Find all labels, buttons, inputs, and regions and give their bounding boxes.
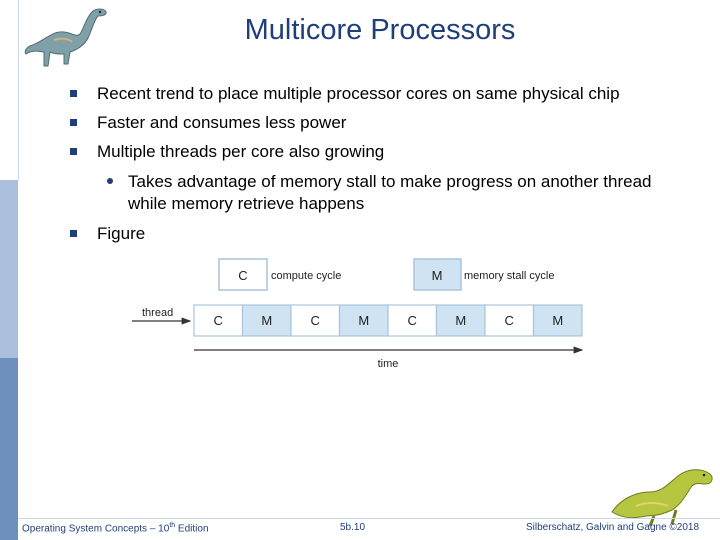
thread-label: thread — [142, 307, 173, 319]
side-bar-middle — [0, 180, 18, 358]
cell-label: C — [408, 313, 417, 328]
cell-label: M — [455, 313, 466, 328]
round-bullet-icon — [107, 178, 113, 184]
bullet-text: Recent trend to place multiple processor… — [97, 84, 620, 103]
footer-divider — [18, 518, 720, 519]
legend-memory-box-label: M — [432, 268, 443, 283]
dinosaur-logo-icon — [611, 469, 713, 527]
legend-memory-box — [413, 258, 462, 291]
footer-left: Operating System Concepts – 10th Edition — [22, 522, 209, 535]
cell-label: M — [552, 313, 563, 328]
bullet-text: Faster and consumes less power — [97, 113, 347, 132]
bullet-list: Recent trend to place multiple processor… — [70, 84, 690, 253]
bullet-text: Multiple threads per core also growing — [97, 142, 385, 161]
side-bar-top — [0, 0, 19, 180]
square-bullet-icon — [70, 119, 77, 126]
square-bullet-icon — [70, 148, 77, 155]
bullet-item: Multiple threads per core also growing — [70, 142, 690, 162]
bullet-item: Figure — [70, 224, 690, 244]
sub-bullet-text: Takes advantage of memory stall to make … — [128, 172, 652, 213]
memory-stall-cell — [532, 304, 583, 337]
cell-label: M — [358, 313, 369, 328]
bullet-item: Faster and consumes less power — [70, 113, 690, 133]
side-bar-bottom — [0, 358, 18, 540]
time-label: time — [378, 358, 399, 370]
footer-right: Silberschatz, Galvin and Gagne ©2018 — [526, 522, 700, 533]
thread-timeline-figure: C compute cycle M memory stall cycle thr… — [132, 258, 584, 370]
cell-label: M — [261, 313, 272, 328]
slide-title: Multicore Processors — [244, 14, 516, 46]
compute-cell — [193, 304, 244, 337]
cell-label: C — [214, 313, 223, 328]
compute-cell — [484, 304, 535, 337]
cell-label: C — [311, 313, 320, 328]
bullet-text: Figure — [97, 224, 146, 243]
dinosaur-logo-icon — [24, 8, 107, 67]
legend-memory-label: memory stall cycle — [464, 270, 554, 282]
legend-compute-box — [218, 258, 268, 291]
square-bullet-icon — [70, 90, 77, 97]
sub-bullet-item: Takes advantage of memory stall to make … — [103, 171, 690, 215]
cell-label: C — [505, 313, 514, 328]
footer-page-number: 5b.10 — [340, 522, 366, 533]
legend-compute-box-label: C — [238, 268, 247, 283]
square-bullet-icon — [70, 230, 77, 237]
bullet-item: Recent trend to place multiple processor… — [70, 84, 690, 104]
legend-compute-label: compute cycle — [271, 270, 341, 282]
